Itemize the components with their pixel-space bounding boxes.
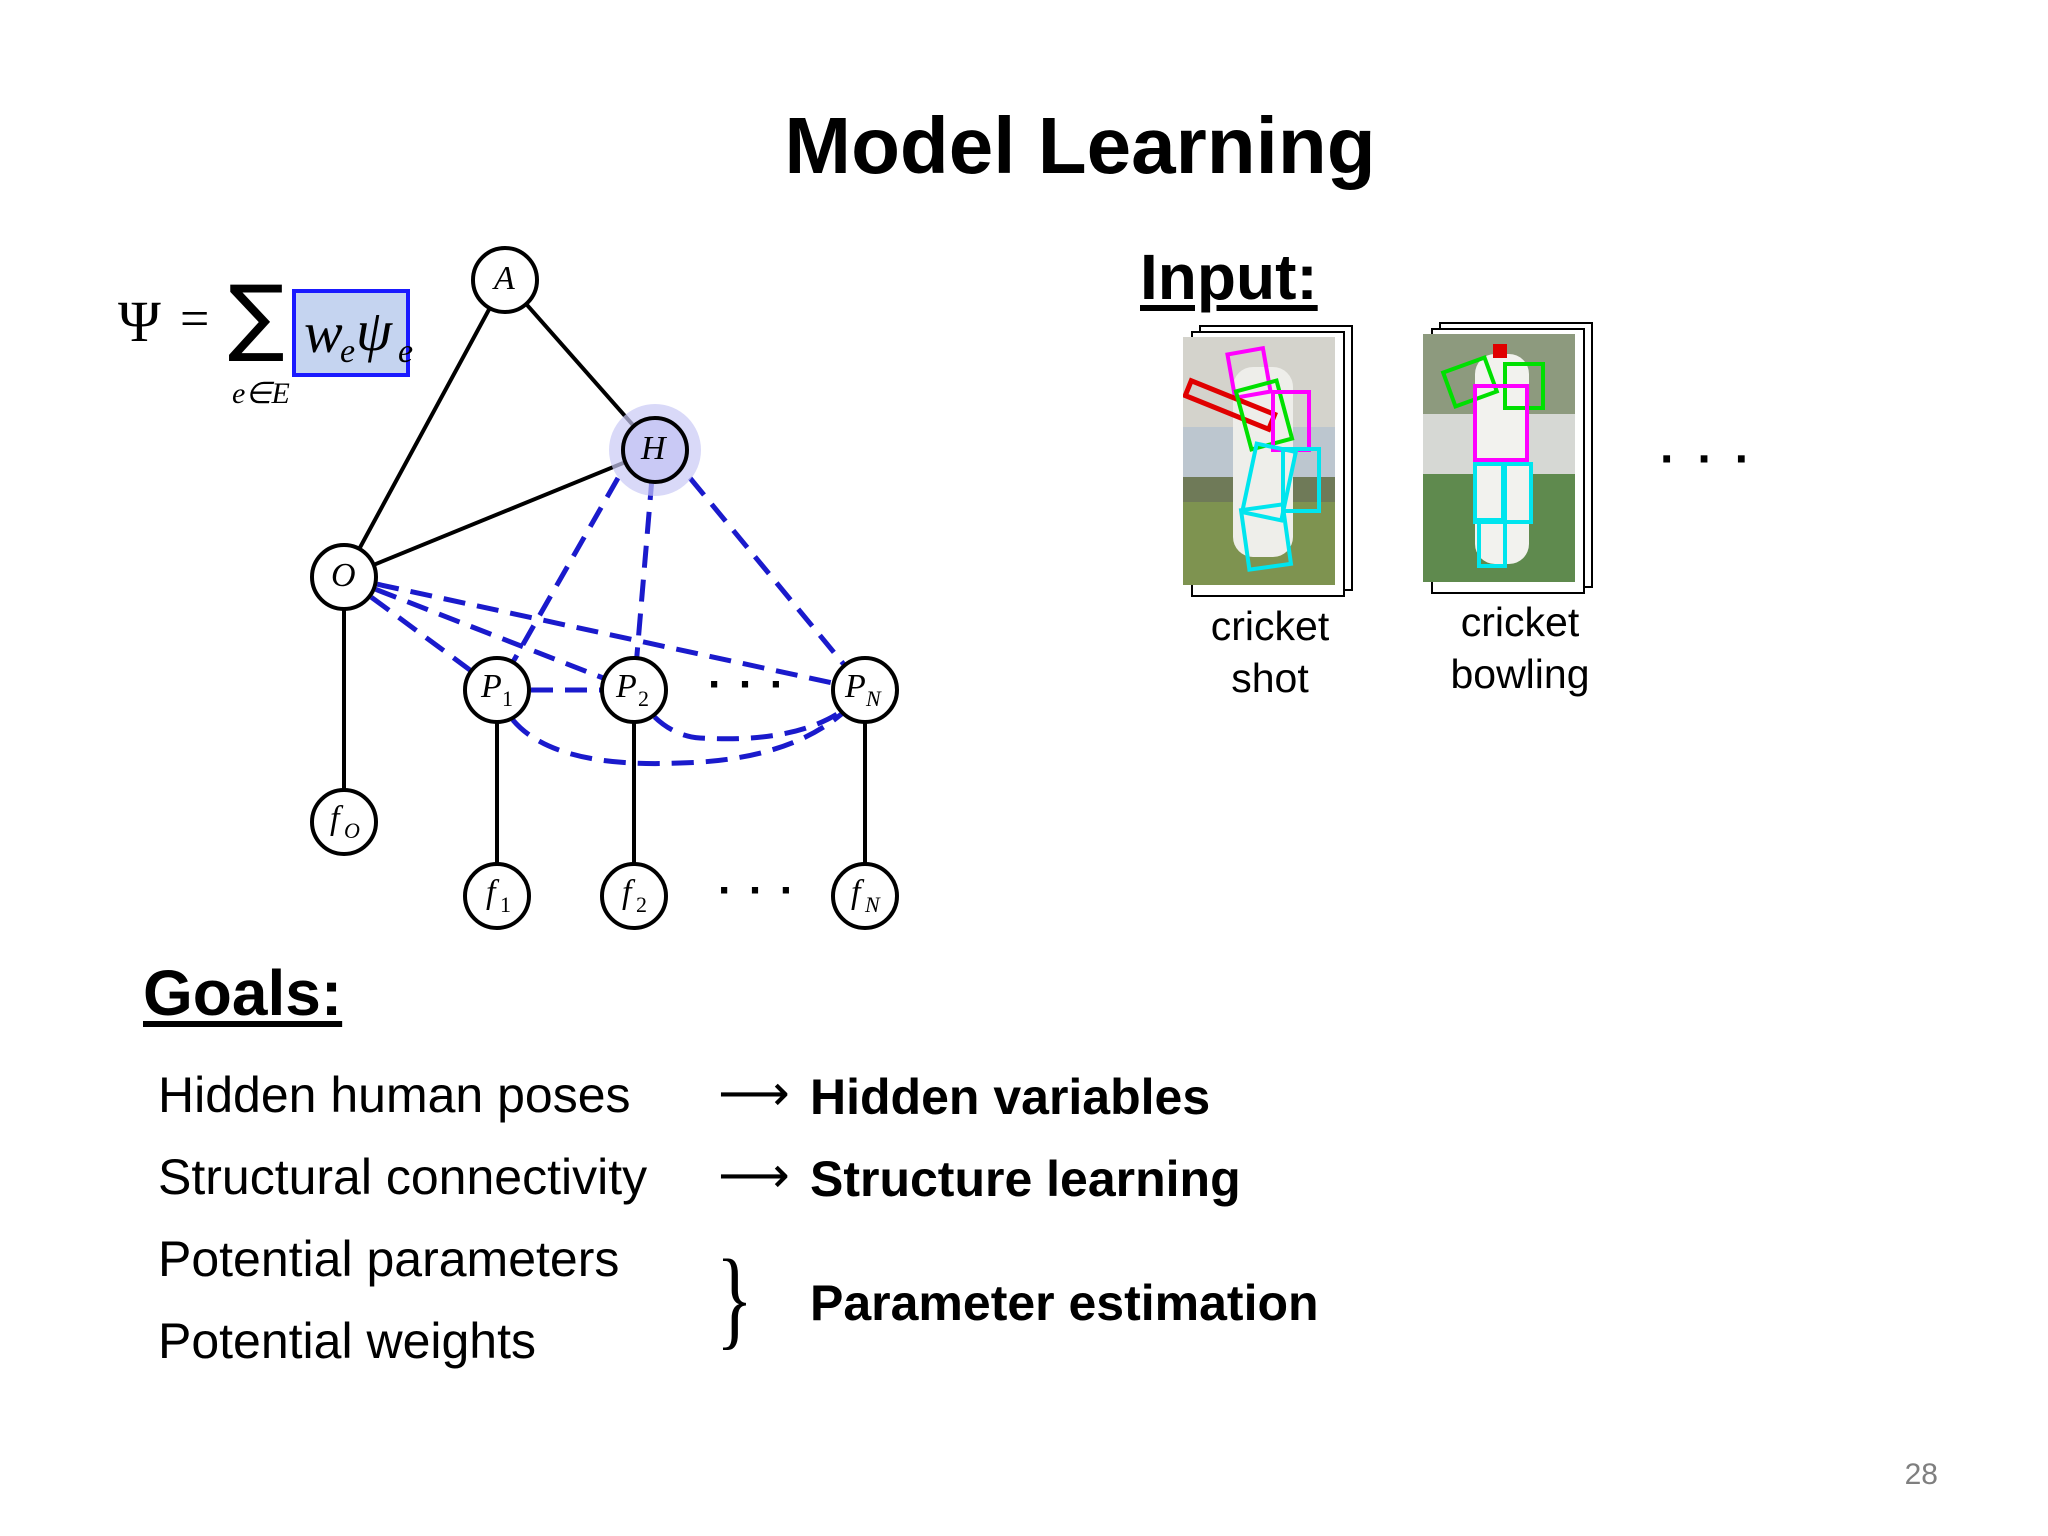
caption-bowling-line2: bowling — [1450, 651, 1590, 697]
edge-P2-PN — [631, 688, 867, 742]
result-structure-learning: Structure learning — [810, 1151, 1241, 1207]
formula-term-psi-sub: e — [398, 333, 414, 370]
node-P2-label: P — [616, 668, 637, 705]
node-O-label: O — [331, 557, 356, 594]
edge-H-PN — [688, 476, 867, 692]
nodes — [310, 246, 899, 930]
formula-term-w-sub: e — [340, 333, 356, 370]
node-fN-sub: N — [865, 892, 880, 917]
node-P2 — [600, 656, 668, 724]
features-ellipsis: · · · — [718, 866, 797, 915]
node-A — [471, 246, 539, 314]
example-caption-shot: cricket shot — [1180, 600, 1360, 704]
goal-item-potential-weights: Potential weights — [158, 1313, 537, 1369]
example-image-stack-shot — [1183, 325, 1353, 597]
node-fO-sub: O — [344, 818, 360, 843]
node-fN-label: f — [851, 874, 861, 911]
node-fN — [831, 862, 899, 930]
caption-shot-line2: shot — [1231, 655, 1309, 701]
solid-edges — [342, 278, 867, 896]
node-PN-sub: N — [866, 686, 881, 711]
result-parameter-estimation: Parameter estimation — [810, 1275, 1319, 1331]
node-P1 — [463, 656, 531, 724]
more-examples-ellipsis: · · · — [1660, 433, 1755, 486]
example-image-stack-bowling — [1423, 322, 1593, 594]
cricket-bowling-photo — [1423, 334, 1575, 582]
arrow-icon: ⟶ — [718, 1146, 790, 1204]
node-H — [621, 416, 689, 484]
node-P1-sub: 1 — [502, 686, 513, 711]
formula-term-w: w — [304, 300, 343, 365]
node-f2 — [600, 862, 668, 930]
goals-heading: Goals: — [143, 957, 343, 1029]
node-f2-label: f — [622, 874, 632, 911]
goal-item-potential-parameters: Potential parameters — [158, 1231, 620, 1287]
node-f1-label: f — [486, 874, 496, 911]
example-caption-bowling: cricket bowling — [1430, 596, 1610, 700]
node-PN — [831, 656, 899, 724]
node-A-label: A — [494, 260, 515, 297]
page-number: 28 — [1904, 1458, 1938, 1491]
node-O — [310, 543, 378, 611]
edge-H-O — [343, 448, 656, 579]
formula-psi: Ψ — [118, 289, 161, 354]
node-f1-sub: 1 — [500, 892, 511, 917]
formula-term-psi: ψ — [356, 298, 393, 363]
goal-item-structural-connectivity: Structural connectivity — [158, 1149, 648, 1205]
edge-O-PN — [343, 574, 866, 693]
formula-sum-sign: ∑ — [228, 267, 285, 365]
brace-icon: } — [716, 1237, 753, 1359]
edge-P1-PN — [494, 688, 867, 767]
parts-ellipsis: · · · — [708, 660, 787, 709]
input-heading: Input: — [1140, 241, 1318, 313]
cricket-shot-photo — [1183, 337, 1335, 585]
goal-item-hidden-poses: Hidden human poses — [158, 1067, 631, 1123]
formula-equals: = — [180, 291, 210, 348]
node-P1-label: P — [481, 668, 502, 705]
node-f1 — [463, 862, 531, 930]
edge-O-P2 — [343, 574, 635, 693]
result-hidden-variables: Hidden variables — [810, 1069, 1211, 1125]
node-P2-sub: 2 — [638, 686, 649, 711]
caption-shot-line1: cricket — [1210, 603, 1330, 649]
edge-A-O — [342, 279, 507, 578]
edge-H-P2 — [631, 477, 655, 691]
caption-bowling-line1: cricket — [1460, 599, 1580, 645]
formula-sum-subscript: e∈E — [232, 377, 290, 410]
arrow-icon: ⟶ — [718, 1064, 790, 1122]
edge-H-P1 — [494, 476, 621, 692]
node-PN-label: P — [845, 668, 866, 705]
node-fO — [310, 788, 378, 856]
node-H-label: H — [641, 430, 666, 467]
hidden-edges — [342, 476, 867, 767]
node-f2-sub: 2 — [636, 892, 647, 917]
slide-title: Model Learning — [784, 101, 1376, 190]
node-fO-label: f — [330, 800, 340, 837]
formula-highlight-box: w e ψ e — [292, 289, 414, 377]
